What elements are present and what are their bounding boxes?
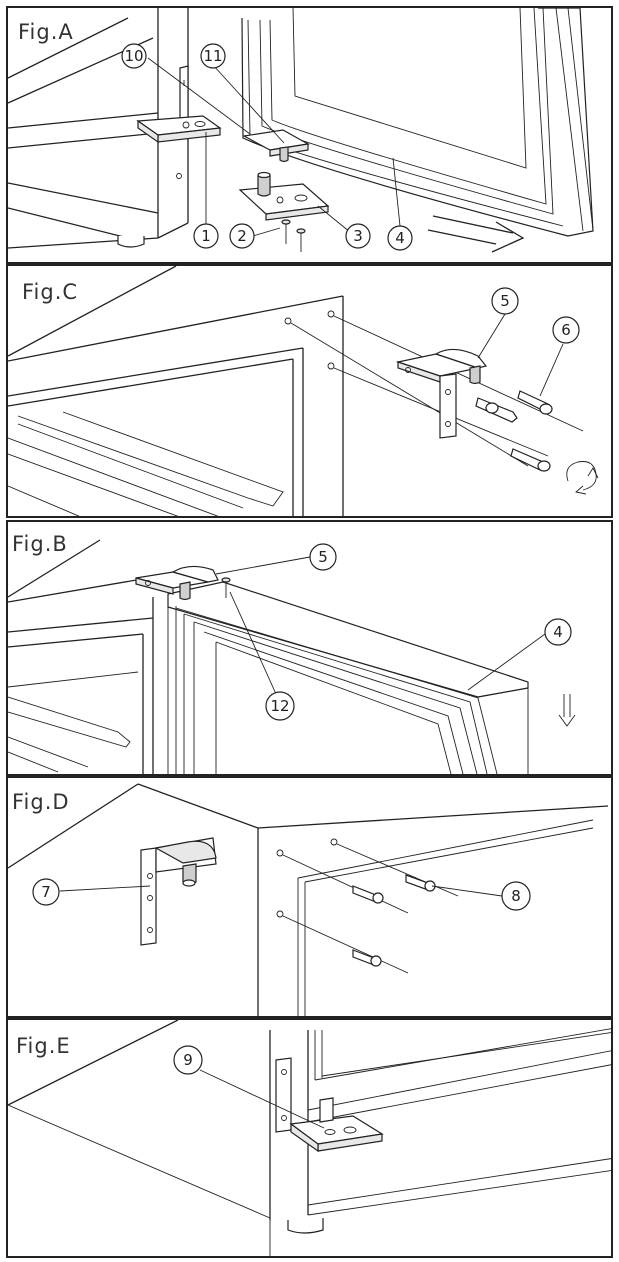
figure-c-label: Fig.C xyxy=(22,280,79,304)
callout-6-label: 6 xyxy=(561,321,571,339)
callout-8-label: 8 xyxy=(511,887,521,905)
callout-7 xyxy=(32,878,60,906)
callout-9 xyxy=(173,1045,203,1075)
arrow-down-icon xyxy=(558,694,576,727)
figure-c-drawing: 5 6 xyxy=(8,266,599,516)
callout-4-b-label: 4 xyxy=(553,623,563,641)
figure-e-drawing: 9 xyxy=(8,1020,611,1256)
callout-8 xyxy=(501,881,531,911)
rotate-arrow-icon xyxy=(566,461,599,495)
figure-d-panel: 7 8 Fig.D xyxy=(6,776,613,1018)
callout-7-label: 7 xyxy=(41,883,51,901)
figure-b-label: Fig.B xyxy=(12,532,68,556)
callout-10 xyxy=(121,43,147,69)
callout-2-label: 2 xyxy=(237,227,247,245)
callout-10-label: 10 xyxy=(124,47,143,65)
callout-9-label: 9 xyxy=(183,1051,193,1069)
callout-12 xyxy=(265,691,295,721)
callout-2 xyxy=(229,223,255,249)
callout-1 xyxy=(193,223,219,249)
figure-c-panel: 5 6 Fig.C xyxy=(6,264,613,518)
callout-4-label: 4 xyxy=(395,229,405,247)
callout-11 xyxy=(200,43,226,69)
callout-11-label: 11 xyxy=(203,47,222,65)
figure-a-label: Fig.A xyxy=(18,20,74,44)
callout-3-label: 3 xyxy=(353,227,363,245)
figure-b-drawing: 5 4 12 xyxy=(8,539,576,774)
callout-12-label: 12 xyxy=(270,697,289,715)
figure-a-panel: 10 11 1 2 3 4 Fig.A xyxy=(6,6,613,264)
callout-1-label: 1 xyxy=(201,227,211,245)
callout-5-b-label: 5 xyxy=(318,548,328,566)
figure-e-label: Fig.E xyxy=(16,1034,71,1058)
callout-5-label: 5 xyxy=(500,292,510,310)
figure-e-panel: 9 Fig.E xyxy=(6,1018,613,1258)
callout-5-b xyxy=(309,543,337,571)
callout-3 xyxy=(345,223,371,249)
callout-4-b xyxy=(544,618,572,646)
arrow-right-icon xyxy=(427,215,525,253)
figure-d-label: Fig.D xyxy=(12,790,70,814)
figure-d-drawing: 7 8 xyxy=(8,783,609,1016)
callout-6 xyxy=(552,316,580,344)
figure-a-drawing: 10 11 1 2 3 4 xyxy=(8,8,594,253)
callout-5 xyxy=(491,287,519,315)
callout-4 xyxy=(387,225,413,251)
figure-b-panel: 5 4 12 Fig.B xyxy=(6,520,613,776)
